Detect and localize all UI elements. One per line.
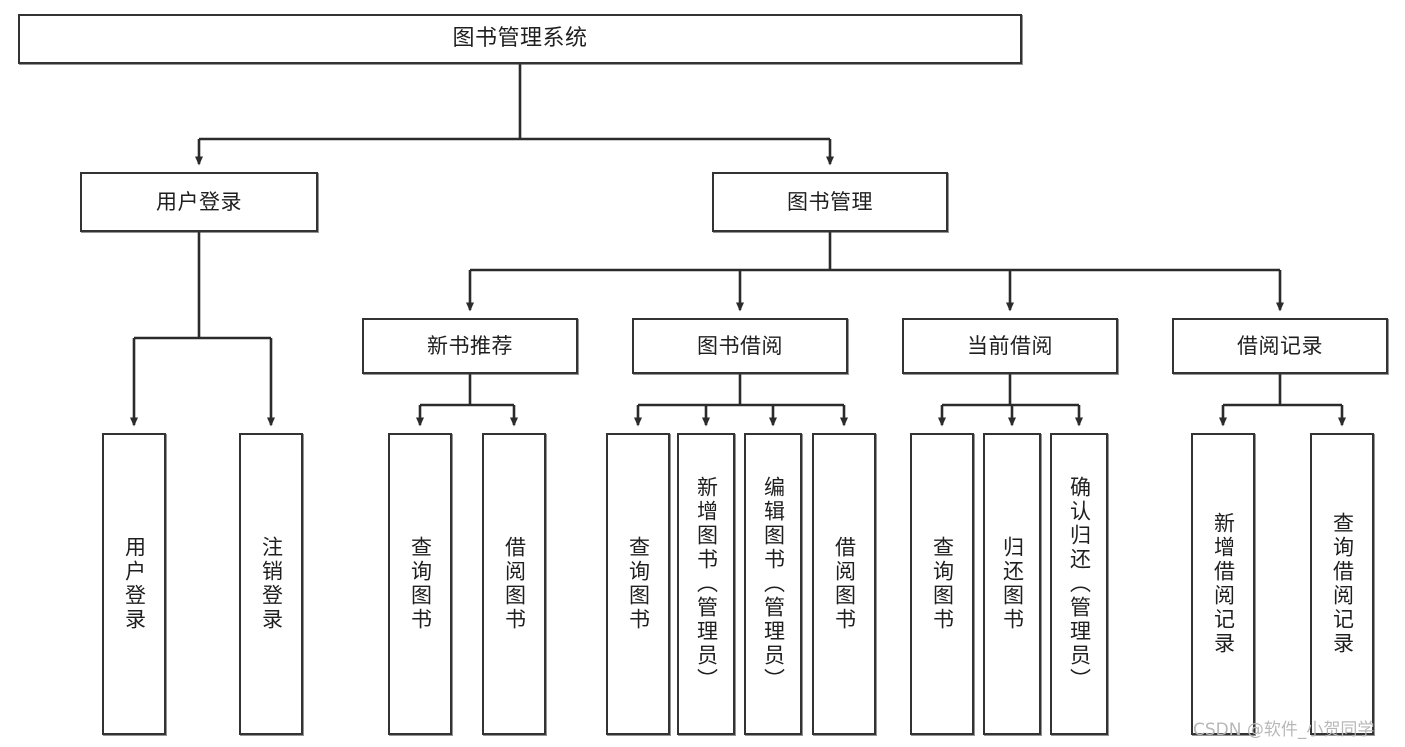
node-leaf-add-record-label: 新增借阅记录 xyxy=(1211,512,1236,656)
node-leaf-edit-book[interactable]: 编辑图书（管理员） xyxy=(744,433,802,735)
node-leaf-logout-label: 注销登录 xyxy=(259,536,284,632)
node-leaf-add-book-label: 新增图书（管理员） xyxy=(694,476,719,692)
node-book-management[interactable]: 图书管理 xyxy=(712,172,948,232)
node-leaf-query-record-label: 查询借阅记录 xyxy=(1330,512,1355,656)
node-leaf-return-book-label: 归还图书 xyxy=(1000,536,1025,632)
node-book-borrow[interactable]: 图书借阅 xyxy=(632,318,848,374)
node-leaf-query-book-1[interactable]: 查询图书 xyxy=(388,433,452,735)
node-user-login[interactable]: 用户登录 xyxy=(80,172,318,232)
node-leaf-query-book-2-label: 查询图书 xyxy=(626,536,651,632)
node-new-book-recommend-label: 新书推荐 xyxy=(427,333,513,358)
node-leaf-return-book[interactable]: 归还图书 xyxy=(983,433,1041,735)
node-leaf-user-login[interactable]: 用户登录 xyxy=(102,433,166,735)
node-root-label: 图书管理系统 xyxy=(452,26,588,52)
node-leaf-query-book-2[interactable]: 查询图书 xyxy=(606,433,670,735)
watermark-text: CSDN @软件_小贺同学 xyxy=(1193,720,1375,740)
node-book-borrow-label: 图书借阅 xyxy=(697,333,783,358)
node-current-borrow-label: 当前借阅 xyxy=(967,333,1053,358)
node-root[interactable]: 图书管理系统 xyxy=(18,14,1022,64)
node-leaf-borrow-book-1-label: 借阅图书 xyxy=(502,536,527,632)
node-leaf-query-book-1-label: 查询图书 xyxy=(408,536,433,632)
node-leaf-user-login-label: 用户登录 xyxy=(122,536,147,632)
node-borrow-record-label: 借阅记录 xyxy=(1237,333,1323,358)
node-leaf-confirm-return[interactable]: 确认归还（管理员） xyxy=(1050,433,1108,735)
node-leaf-borrow-book-2[interactable]: 借阅图书 xyxy=(812,433,876,735)
node-new-book-recommend[interactable]: 新书推荐 xyxy=(362,318,578,374)
node-leaf-query-book-3[interactable]: 查询图书 xyxy=(910,433,974,735)
node-leaf-logout[interactable]: 注销登录 xyxy=(239,433,303,735)
node-leaf-query-book-3-label: 查询图书 xyxy=(930,536,955,632)
node-leaf-add-book[interactable]: 新增图书（管理员） xyxy=(677,433,735,735)
node-leaf-borrow-book-2-label: 借阅图书 xyxy=(832,536,857,632)
node-user-login-label: 用户登录 xyxy=(156,189,242,214)
node-leaf-query-record[interactable]: 查询借阅记录 xyxy=(1310,433,1374,735)
node-leaf-edit-book-label: 编辑图书（管理员） xyxy=(761,476,786,692)
node-current-borrow[interactable]: 当前借阅 xyxy=(902,318,1118,374)
node-leaf-borrow-book-1[interactable]: 借阅图书 xyxy=(482,433,546,735)
node-leaf-add-record[interactable]: 新增借阅记录 xyxy=(1191,433,1255,735)
node-borrow-record[interactable]: 借阅记录 xyxy=(1172,318,1388,374)
node-book-management-label: 图书管理 xyxy=(787,189,873,214)
node-leaf-confirm-return-label: 确认归还（管理员） xyxy=(1067,476,1092,692)
